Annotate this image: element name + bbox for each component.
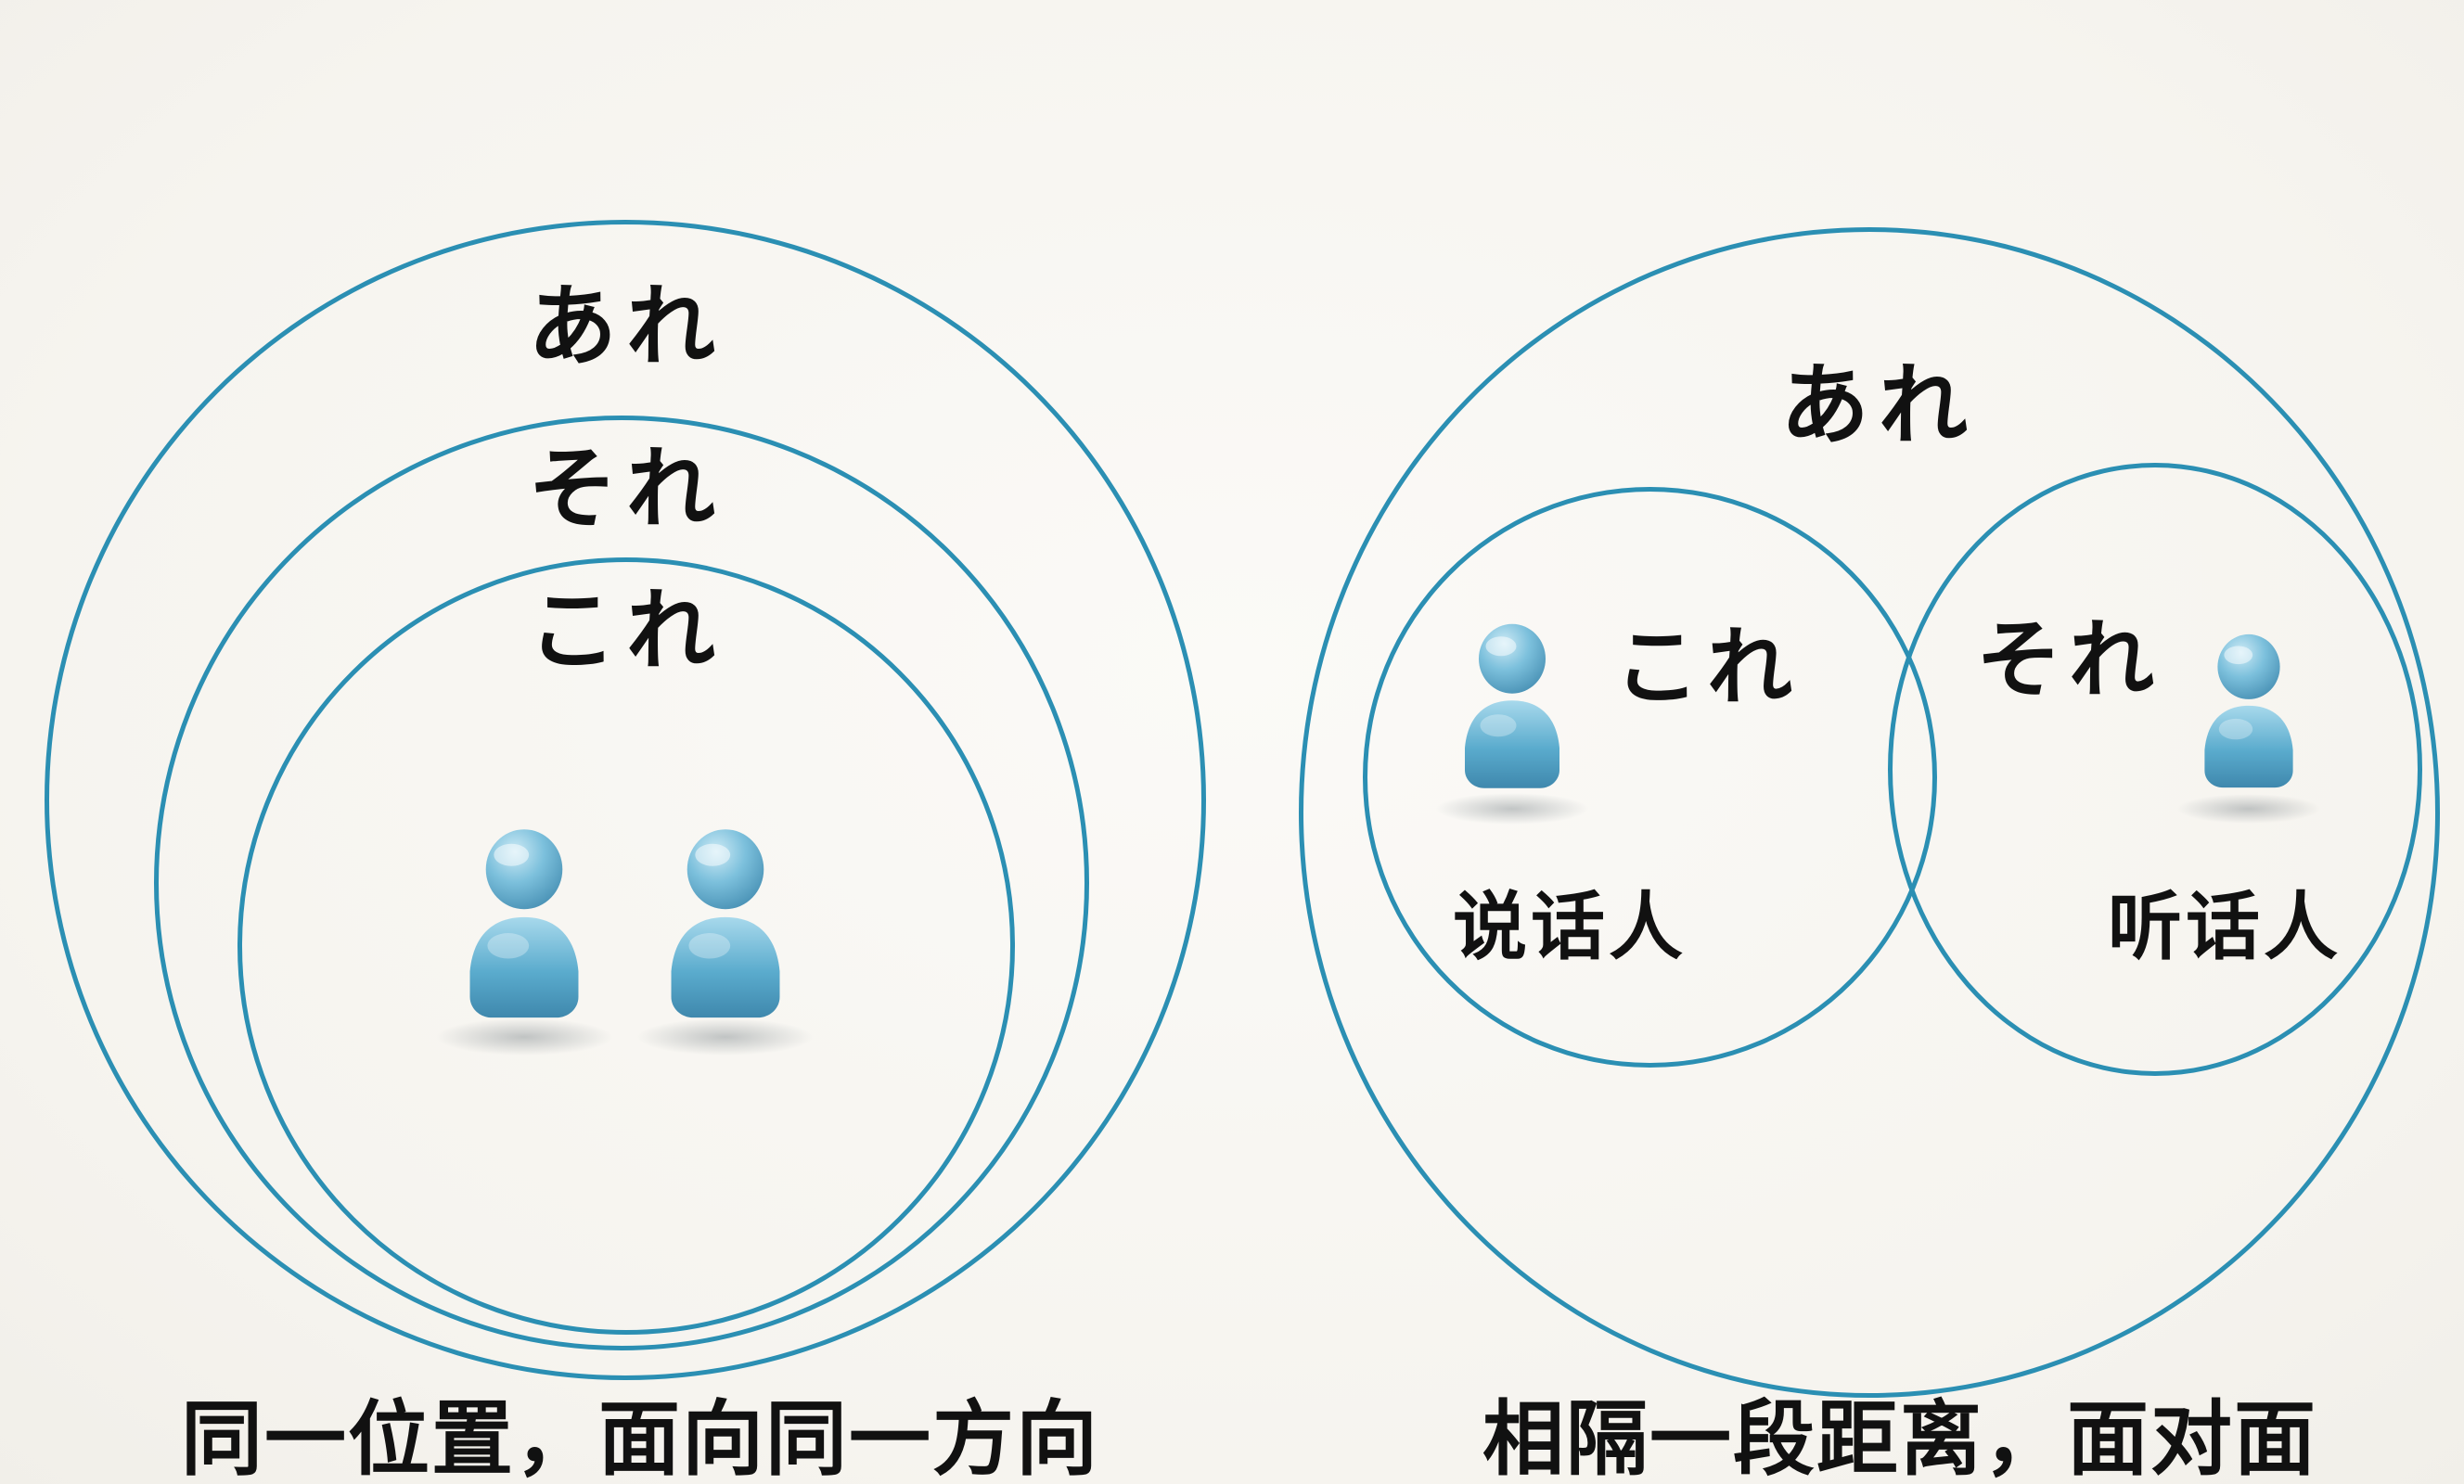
left-outer-circle-are <box>45 220 1206 1380</box>
person-icon <box>671 829 780 1018</box>
left-sore-label: それ <box>528 437 725 541</box>
speaker-role-label: 说话人 <box>1453 884 1687 970</box>
speaker-person-icon <box>1465 623 1559 788</box>
person-shadow <box>2176 794 2321 824</box>
listener-role-label: 听话人 <box>2108 884 2342 970</box>
person-shadow <box>637 1018 814 1055</box>
left-kore-label: これ <box>528 579 725 683</box>
person-shadow <box>436 1018 612 1055</box>
right-outer-circle-are <box>1299 227 2440 1398</box>
left-caption: 同一位置，面向同一方向 <box>180 1391 1100 1484</box>
person-shadow <box>1435 793 1589 825</box>
listener-circle <box>1888 463 2422 1076</box>
right-are-label: あれ <box>1780 353 1977 457</box>
left-are-label: あれ <box>528 275 725 378</box>
listener-sore-label: それ <box>1975 610 2162 710</box>
left-inner-circle-kore <box>237 557 1015 1335</box>
speaker-kore-label: これ <box>1613 618 1801 717</box>
left-middle-circle-sore <box>154 416 1089 1350</box>
person-icon <box>469 829 579 1018</box>
listener-person-icon <box>2204 633 2293 788</box>
right-caption: 相隔一段距离，面对面 <box>1482 1391 2318 1484</box>
